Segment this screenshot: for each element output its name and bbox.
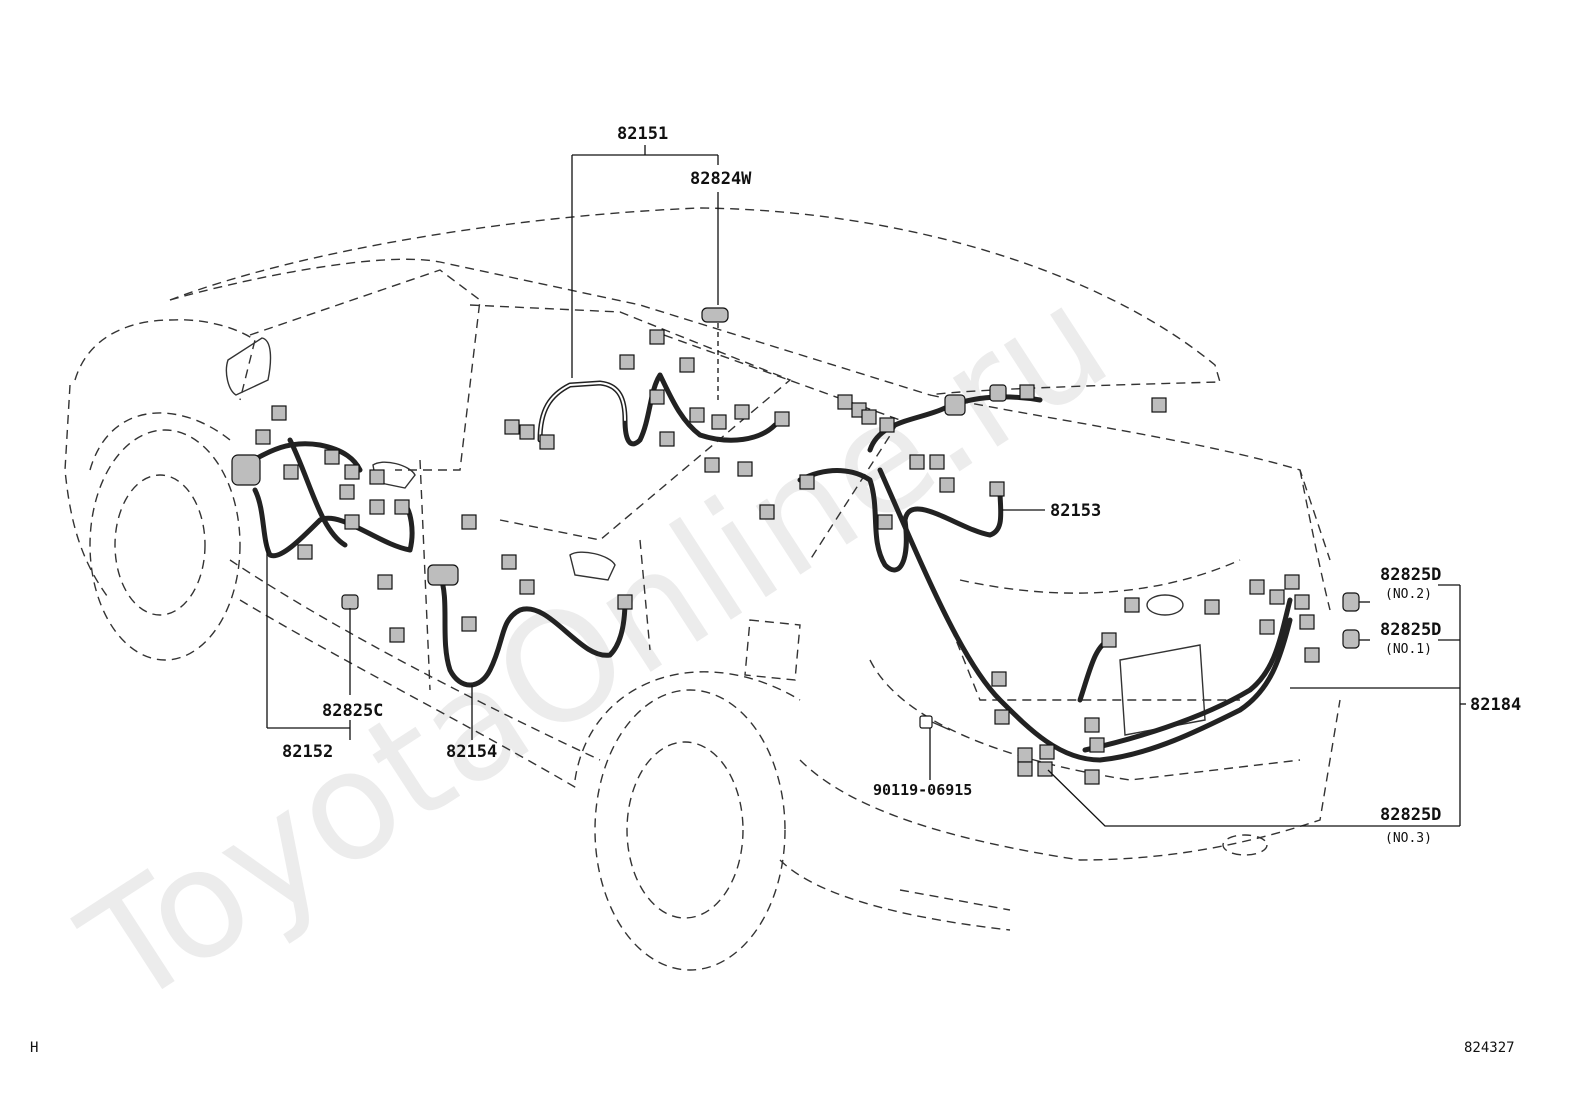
label-82151: 82151 <box>617 124 668 144</box>
label-82825C: 82825C <box>322 701 383 721</box>
label-82152: 82152 <box>282 742 333 762</box>
harness-82152 <box>231 405 415 643</box>
leader-lines <box>266 145 1466 827</box>
label-no2: (NO.2) <box>1385 587 1432 602</box>
label-82153: 82153 <box>1050 501 1101 521</box>
part-labels: 82151 82824W 82153 82825D (NO.2) 82825D … <box>282 124 1521 846</box>
label-82825D-no3: 82825D <box>1380 805 1441 825</box>
label-82825D-no2: 82825D <box>1380 565 1441 585</box>
bolt-90119-06915 <box>919 715 951 731</box>
label-82824W: 82824W <box>690 169 752 189</box>
label-82184: 82184 <box>1470 695 1521 715</box>
corner-code-left: H <box>30 1040 38 1056</box>
label-82154: 82154 <box>446 742 497 762</box>
label-no3: (NO.3) <box>1385 831 1432 846</box>
label-82825D-no1: 82825D <box>1380 620 1441 640</box>
watermark: ToyotaOnline.ru <box>54 253 1137 1041</box>
illustration-number: 824327 <box>1464 1040 1515 1056</box>
label-90119-06915: 90119-06915 <box>873 781 972 799</box>
harness-82151 <box>504 307 790 520</box>
harness-82153 <box>797 384 1293 763</box>
harness-82184 <box>991 574 1360 785</box>
label-no1: (NO.1) <box>1385 642 1432 657</box>
harness-82154 <box>427 514 633 688</box>
